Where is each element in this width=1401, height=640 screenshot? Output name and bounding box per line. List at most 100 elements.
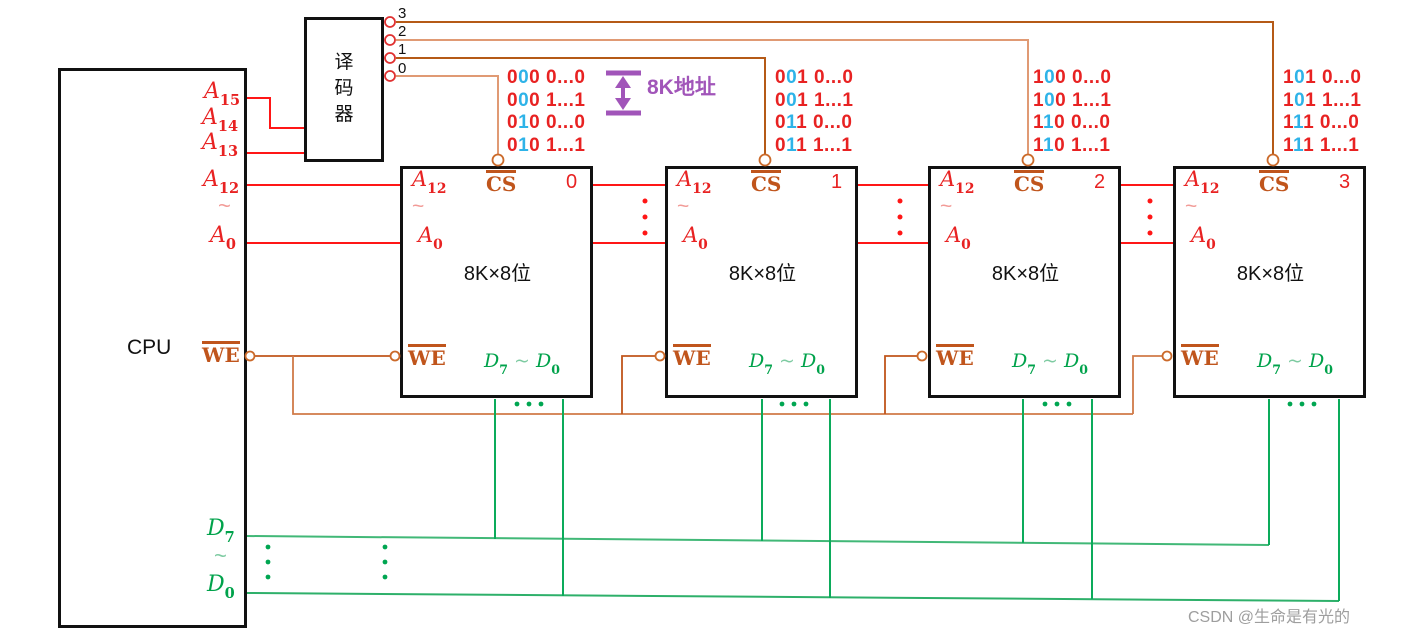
decoder-output-2-label: 2	[398, 23, 407, 40]
address-bit-a14: 0	[1044, 67, 1056, 88]
chip2-data-pins: D7 ~ D0	[1012, 350, 1088, 377]
address-bit-rest: 0 1...1	[1054, 134, 1111, 156]
address-row: 100 0...0	[1033, 67, 1111, 90]
chip0-data-pins: D7 ~ D0	[484, 350, 560, 377]
address-bit-a15: 1	[1283, 112, 1294, 133]
cpu-pin-we: WE	[202, 341, 240, 367]
address-bit-rest: 1 1...1	[797, 89, 854, 111]
cpu-pin-a13: A13	[202, 130, 239, 161]
data-bus-ellipsis-dots	[265, 401, 1317, 580]
address-row: 111 0...0	[1283, 112, 1361, 135]
chip1-pin-cs: CS	[751, 170, 782, 196]
chip3-pin-cs: CS	[1259, 170, 1290, 196]
address-row: 011 0...0	[775, 112, 853, 135]
chip3-data-pins: D7 ~ D0	[1257, 350, 1333, 377]
address-row: 111 1...1	[1283, 135, 1361, 158]
chip0-addr-tilde: ~	[412, 195, 425, 218]
address-bit-rest: 1 1...1	[1305, 89, 1362, 111]
cpu-box	[58, 68, 247, 628]
cpu-pin-a14: A14	[202, 105, 239, 136]
address-row: 110 0...0	[1033, 112, 1111, 135]
chip2-number: 2	[1094, 171, 1106, 193]
address-bit-a15: 0	[507, 89, 519, 111]
chip0-pin-we: WE	[408, 344, 446, 370]
d7-bus-line	[246, 535, 1270, 546]
address-bit-a14: 0	[1294, 89, 1306, 111]
chip2-pin-a0: A0	[946, 223, 971, 254]
address-bit-a14: 0	[1294, 67, 1306, 88]
decoder-box: 译码器	[304, 17, 384, 162]
address-bit-rest: 1 0...0	[797, 67, 854, 88]
csdn-watermark: CSDN @生命是有光的	[1188, 609, 1351, 626]
address-row: 011 1...1	[775, 135, 853, 158]
address-bit-a15: 1	[1033, 89, 1045, 111]
address-bit-a15: 1	[1283, 67, 1295, 88]
address-bit-a15: 1	[1283, 89, 1295, 111]
chip2-pin-a12: A12	[940, 167, 975, 198]
address-bit-a15: 0	[775, 112, 787, 133]
address-bit-rest: 1 1...1	[796, 134, 853, 156]
address-bit-a15: 1	[1033, 134, 1044, 156]
address-row: 000 0...0	[507, 67, 585, 90]
chip-select-pin-circles	[491, 153, 1280, 167]
address-bit-rest: 0 0...0	[529, 112, 586, 133]
chip1-data-pins: D7 ~ D0	[749, 350, 825, 377]
address-bit-a14: 0	[1044, 89, 1056, 111]
address-bit-a15: 0	[775, 89, 787, 111]
chip1-capacity-label: 8K×8位	[728, 263, 797, 285]
chip3-capacity-label: 8K×8位	[1236, 263, 1305, 285]
chip1-addr-tilde: ~	[677, 195, 690, 218]
decoder-output-1-label: 1	[398, 41, 407, 58]
address-row: 101 1...1	[1283, 90, 1361, 113]
address-bit-a14: 1	[518, 112, 530, 133]
decoder-output-0-label: 0	[398, 60, 407, 77]
8k-address-annotation: 8K地址	[647, 76, 716, 99]
chip3-pin-a12: A12	[1185, 167, 1220, 198]
chip0-pin-cs: CS	[486, 170, 517, 196]
address-bit-a14: 0	[518, 89, 530, 111]
address-bit-rest: 0 1...1	[529, 134, 586, 156]
address-bit-a14: 0	[786, 67, 798, 88]
address-bit-a14: 1	[1293, 112, 1304, 133]
chip3-number: 3	[1339, 171, 1351, 193]
address-bit-a15: 0	[507, 67, 519, 88]
cpu-pin-d0: D0	[207, 572, 235, 603]
8k-range-arrow-icon	[606, 70, 641, 116]
decoder-output-3-label: 3	[398, 5, 407, 22]
cpu-label: CPU	[127, 336, 172, 359]
address-bit-rest: 0 0...0	[1054, 112, 1111, 133]
chip0-pin-a0: A0	[418, 223, 443, 254]
address-row: 001 1...1	[775, 90, 853, 113]
address-row: 010 0...0	[507, 112, 585, 135]
address-bit-a14: 1	[786, 112, 797, 133]
chip0-number: 0	[566, 171, 578, 193]
address-bit-a15: 0	[507, 134, 519, 156]
cpu-data-tilde: ~	[214, 543, 227, 568]
cpu-pin-a15: A15	[204, 79, 241, 110]
address-bit-a15: 0	[775, 134, 787, 156]
chip2-addr-tilde: ~	[940, 195, 953, 218]
chip3-pin-we: WE	[1181, 344, 1219, 370]
chip1-pin-a12: A12	[677, 167, 712, 198]
decoder-output-pin-circles	[384, 16, 396, 82]
address-bit-a14: 0	[786, 89, 798, 111]
chip1-number: 1	[831, 171, 843, 193]
address-row: 100 1...1	[1033, 90, 1111, 113]
address-bit-rest: 1 0...0	[1305, 67, 1362, 88]
address-row: 000 1...1	[507, 90, 585, 113]
address-bit-rest: 0 0...0	[529, 67, 586, 88]
chip2-pin-cs: CS	[1014, 170, 1045, 196]
address-row: 110 1...1	[1033, 135, 1111, 158]
chip3-addr-tilde: ~	[1185, 195, 1198, 218]
address-bit-rest: 0 1...1	[1055, 89, 1112, 111]
chip1-pin-a0: A0	[683, 223, 708, 254]
chip0-pin-a12: A12	[412, 167, 447, 198]
memory-chip-3	[1173, 166, 1366, 398]
address-bit-rest: 0 0...0	[1055, 67, 1112, 88]
address-bit-a14: 0	[518, 67, 530, 88]
address-bit-a14: 1	[1043, 112, 1055, 133]
address-bit-a14: 1	[1043, 134, 1055, 156]
chip1-pin-we: WE	[673, 344, 711, 370]
